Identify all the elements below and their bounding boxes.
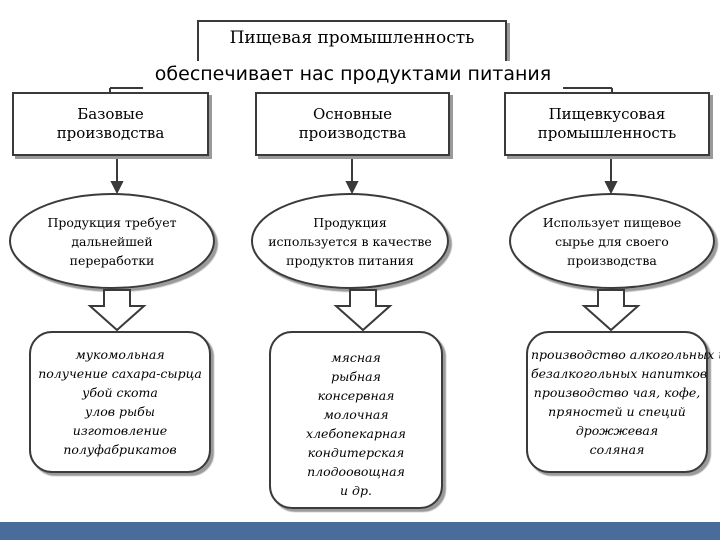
example-item: рыбная	[331, 369, 381, 384]
header-line: Базовые	[77, 105, 144, 123]
footer-bar	[0, 522, 720, 540]
example-item: и др.	[340, 483, 372, 498]
header-line: производства	[56, 124, 165, 142]
example-item: безалкогольных напитков	[531, 366, 708, 381]
example-item: соляная	[589, 442, 645, 457]
header-line: производства	[298, 124, 407, 142]
example-item: получение сахара-сырца	[38, 366, 202, 381]
description-line: продуктов питания	[286, 252, 414, 268]
ellipse-1	[9, 193, 215, 289]
description-line: Использует пищевое	[542, 214, 682, 230]
ellipse-2	[251, 193, 449, 289]
diagram-title: Пищевая промышленность	[229, 28, 475, 48]
example-item: производство алкогольных и	[531, 347, 720, 362]
example-item: производство чая, кофе,	[533, 385, 701, 400]
examples-list-2: мясная рыбная консервная молочная хлебоп…	[274, 348, 438, 500]
example-item: полуфабрикатов	[63, 442, 177, 457]
description-line: переработки	[69, 252, 155, 268]
example-item: улов рыбы	[85, 404, 155, 419]
header-box-main: Основные производства	[255, 92, 450, 156]
example-item: плодоовощная	[307, 464, 405, 479]
header-line: промышленность	[537, 124, 677, 142]
description-1: Продукция требует дальнейшей переработки	[22, 204, 202, 278]
example-item: хлебопекарная	[306, 426, 406, 441]
examples-box-3	[526, 331, 708, 473]
arrow-down-3	[604, 157, 618, 195]
description-line: используется в качестве	[268, 233, 432, 249]
subtitle-overlay: обеспечивает нас продуктами питания	[143, 61, 563, 89]
example-item: консервная	[317, 388, 395, 403]
description-line: Продукция требует	[47, 214, 177, 230]
header-line: Пищевкусовая	[548, 105, 666, 123]
example-item: дрожжевая	[575, 423, 659, 438]
block-arrow-2	[333, 289, 393, 332]
block-arrow-1	[87, 289, 147, 332]
example-item: изготовление	[72, 423, 168, 438]
example-item: пряностей и специй	[548, 404, 686, 419]
example-item: мукомольная	[75, 347, 165, 362]
description-line: дальнейшей	[71, 233, 153, 249]
description-2: Продукция используется в качестве продук…	[262, 204, 438, 278]
example-item: молочная	[323, 407, 389, 422]
example-item: мясная	[331, 350, 381, 365]
examples-box-1	[29, 331, 211, 473]
block-arrow-3	[581, 289, 641, 332]
arrow-down-2	[345, 157, 359, 195]
example-item: кондитерская	[307, 445, 405, 460]
header-box-base: Базовые производства	[12, 92, 209, 156]
description-line: сырье для своего	[555, 233, 669, 249]
description-line: Продукция	[313, 214, 387, 230]
diagram-subtitle: обеспечивает нас продуктами питания	[154, 63, 552, 85]
ellipse-3	[509, 193, 715, 289]
examples-list-1: мукомольная получение сахара-сырца убой …	[34, 345, 206, 459]
description-3: Использует пищевое сырье для своего прои…	[522, 204, 702, 278]
header-line: Основные	[313, 105, 392, 123]
arrow-down-1	[110, 157, 124, 195]
examples-box-2	[269, 331, 443, 509]
header-box-flavor: Пищевкусовая промышленность	[504, 92, 710, 156]
description-line: производства	[567, 252, 657, 268]
examples-list-3: производство алкогольных и безалкогольны…	[531, 345, 720, 459]
example-item: убой скота	[82, 385, 158, 400]
